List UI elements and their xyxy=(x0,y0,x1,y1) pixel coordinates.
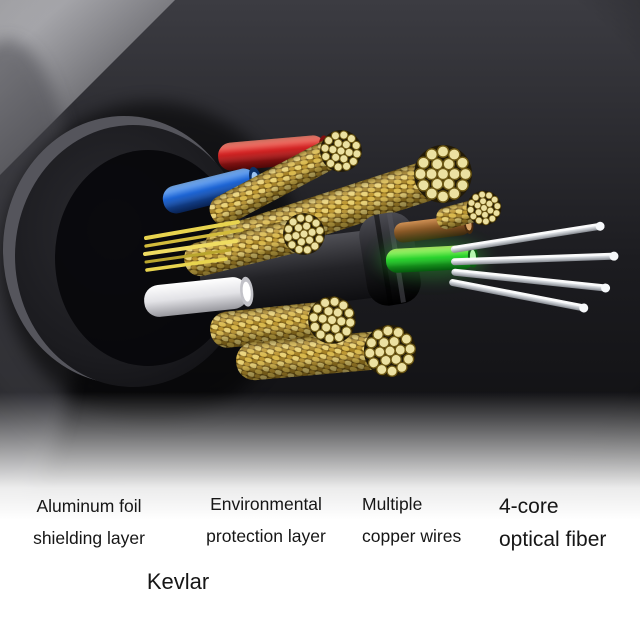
label-line: protection layer xyxy=(206,526,326,547)
label-line: Kevlar xyxy=(146,569,210,594)
label-line: optical fiber xyxy=(499,528,607,552)
label-kevlar: Kevlar xyxy=(126,569,230,595)
label-line: shielding layer xyxy=(33,528,145,549)
cable-cross-section-photo xyxy=(0,0,640,520)
bottom-fade xyxy=(0,392,640,520)
label-line: copper wires xyxy=(362,526,462,547)
